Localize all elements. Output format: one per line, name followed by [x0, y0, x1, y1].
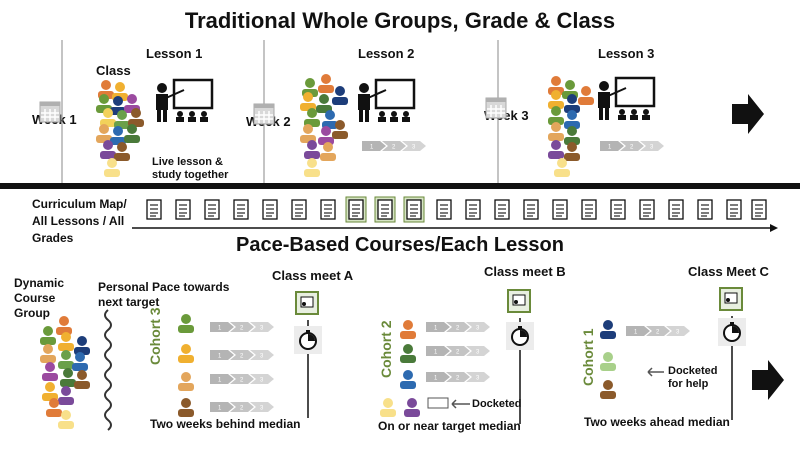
return-arrow-icon	[647, 367, 664, 377]
cohort-1-students	[600, 320, 616, 399]
return-arrow-icon	[451, 399, 470, 409]
cohort-2-students	[380, 320, 420, 417]
progress-arrows	[210, 374, 274, 384]
docketed-note: Docketed	[472, 398, 522, 410]
live-lesson-note: Live lesson & study together	[152, 156, 229, 181]
docketed-help-note: Docketed for help	[668, 365, 718, 390]
page-title: Traditional Whole Groups, Grade & Class	[184, 8, 616, 33]
progress-arrows	[426, 346, 490, 356]
wavy-line	[104, 309, 112, 431]
class-meet-icon	[295, 291, 319, 315]
class-students-2	[300, 74, 348, 177]
personal-pace-label: Personal Pace towards next target	[98, 280, 230, 309]
class-meet-icon	[719, 287, 743, 311]
class-students-3	[548, 76, 594, 177]
calendar-icon	[485, 97, 507, 119]
lesson-1-label: Lesson 1	[146, 46, 203, 61]
timeline-arrowhead	[770, 224, 778, 232]
teacher-icon	[154, 78, 214, 124]
progress-arrows	[362, 141, 426, 151]
cohort-3-students	[178, 314, 194, 417]
timer-icon	[293, 325, 323, 355]
timer-icon	[505, 321, 535, 351]
dynamic-group-students	[40, 316, 90, 429]
caption-behind: Two weeks behind median	[150, 417, 301, 431]
caption-on-target: On or near target median	[378, 419, 521, 433]
timer-icon	[717, 317, 747, 347]
progress-arrows	[426, 322, 490, 332]
progress-arrows	[210, 322, 274, 332]
progress-arrows	[210, 350, 274, 360]
section-divider	[0, 183, 800, 189]
teacher-icon	[596, 76, 656, 122]
lesson-3-label: Lesson 3	[598, 46, 655, 61]
calendar-icon	[39, 101, 61, 123]
class-meet-icon	[507, 289, 531, 313]
calendar-icon	[253, 103, 275, 125]
class-meet-a-label: Class meet A	[272, 268, 354, 283]
class-meet-c-label: Class Meet C	[688, 264, 769, 279]
curriculum-docs	[146, 196, 767, 223]
progress-arrows	[600, 141, 664, 151]
progress-arrows	[626, 326, 690, 336]
teacher-icon	[356, 78, 416, 124]
class-students-1	[96, 80, 144, 177]
progress-arrows	[426, 372, 490, 382]
progress-arrows	[210, 402, 274, 412]
next-arrow-icon	[732, 94, 764, 134]
class-label: Class	[96, 63, 131, 78]
curriculum-map-label: Curriculum Map/ All Lessons / All Grades	[32, 197, 127, 245]
caption-ahead: Two weeks ahead median	[584, 415, 730, 429]
class-meet-b-label: Class meet B	[484, 264, 566, 279]
lesson-2-label: Lesson 2	[358, 46, 415, 61]
next-arrow-icon	[752, 360, 784, 400]
docketed-step	[427, 397, 449, 409]
section-title: Pace-Based Courses/Each Lesson	[236, 234, 564, 256]
dynamic-group-label: Dynamic Course Group	[14, 276, 65, 320]
